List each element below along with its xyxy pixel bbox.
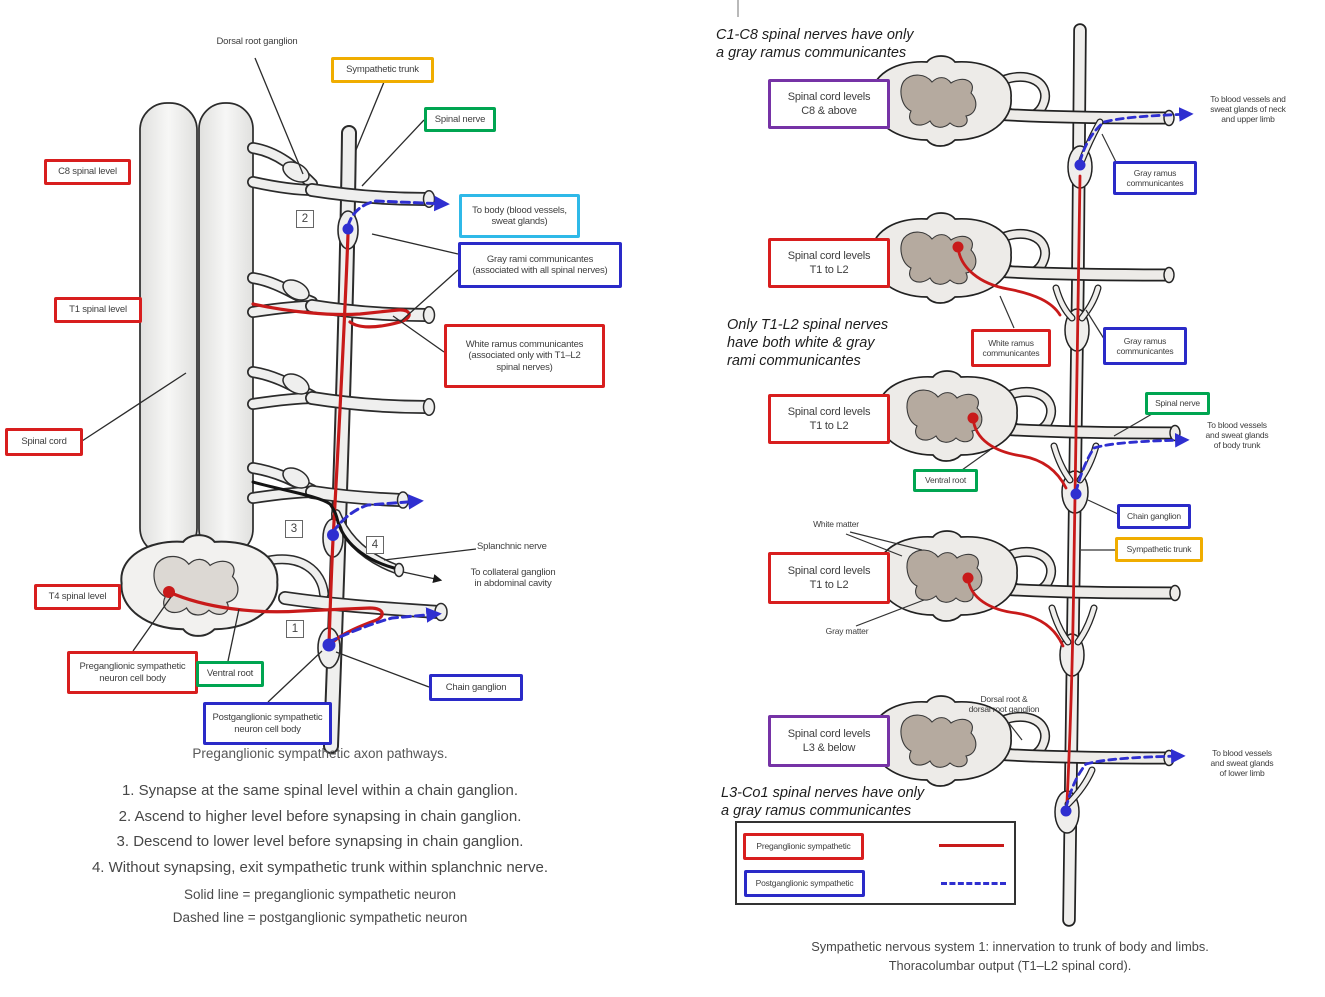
legend-box: Preganglionic sympathetic Postganglionic… (735, 821, 1016, 905)
level-box-t1-l2-a: Spinal cord levels T1 to L2 (768, 238, 890, 288)
legend-postganglionic: Postganglionic sympathetic (744, 870, 865, 897)
label-postganglionic-cell-body: Postganglionic sympathetic neuron cell b… (203, 702, 332, 745)
pathway-item-3: 3. Descend to lower level before synapsi… (116, 833, 524, 850)
label-white-ramus-right: White ramus communicantes (971, 329, 1051, 367)
leader-lines (81, 57, 477, 703)
label-spinal-nerve: Spinal nerve (424, 107, 496, 132)
left-anatomy-svg (81, 57, 477, 754)
legend-preganglionic: Preganglionic sympathetic (743, 833, 864, 860)
rami-tubes (1048, 118, 1104, 808)
pathway-number-2: 2 (296, 210, 314, 228)
note-only-t1-l2: Only T1-L2 spinal nerves have both white… (727, 317, 889, 370)
legend-dashed-blue-line (941, 882, 1006, 885)
pathways (163, 195, 450, 652)
label-chain-ganglion: Chain ganglion (429, 674, 523, 701)
label-to-body-trunk: To blood vessels and sweat glands of bod… (1205, 420, 1269, 451)
pathways-right (952, 107, 1194, 817)
label-t1-spinal-level: T1 spinal level (54, 297, 142, 323)
label-preganglionic-cell-body: Preganglionic sympathetic neuron cell bo… (67, 651, 198, 694)
page-divider-mark (737, 0, 739, 17)
label-sympathetic-trunk: Sympathetic trunk (331, 57, 434, 83)
line-style-legend: Solid line = preganglionic sympathetic n… (0, 884, 640, 929)
level-box-l3-below: Spinal cord levels L3 & below (768, 715, 890, 767)
label-to-lower-limb: To blood vessels and sweat glands of low… (1210, 748, 1274, 779)
label-spinal-nerve-right: Spinal nerve (1145, 392, 1210, 415)
pathway-item-1: 1. Synapse at the same spinal level with… (121, 782, 519, 799)
label-gray-ramus-1: Gray ramus communicantes (1113, 161, 1197, 195)
note-l3-co1: L3-Co1 spinal nerves have only a gray ra… (721, 785, 925, 820)
spinal-cord-longitudinal (139, 102, 254, 556)
label-dorsal-root-ganglion: Dorsal root ganglion (216, 36, 298, 47)
label-t4-spinal-level: T4 spinal level (34, 584, 121, 610)
level-box-t1-l2-b: Spinal cord levels T1 to L2 (768, 394, 890, 444)
level-box-t1-l2-c: Spinal cord levels T1 to L2 (768, 552, 890, 604)
solid-line-legend: Solid line = preganglionic sympathetic n… (183, 887, 457, 902)
note-c1-c8: C1-C8 spinal nerves have only a gray ram… (716, 27, 914, 62)
pathway-item-2: 2. Ascend to higher level before synapsi… (118, 807, 522, 825)
label-spinal-cord: Spinal cord (5, 428, 83, 456)
label-c8-spinal-level: C8 spinal level (44, 159, 131, 185)
label-to-body: To body (blood vessels, sweat glands) (459, 194, 580, 238)
right-caption: Sympathetic nervous system 1: innervatio… (811, 939, 1209, 973)
dashed-line-legend: Dashed line = postganglionic sympathetic… (172, 909, 468, 925)
label-dorsal-root-ganglion-right: Dorsal root & dorsal root ganglion (968, 694, 1040, 715)
right-anatomy-svg (845, 23, 1194, 927)
label-gray-matter: Gray matter (825, 626, 869, 636)
label-to-collateral-ganglion: To collateral ganglion in abdominal cavi… (470, 567, 556, 590)
label-to-neck-upper-limb: To blood vessels and sweat glands of nec… (1210, 94, 1286, 125)
label-gray-ramus-2: Gray ramus communicantes (1103, 327, 1187, 365)
label-ventral-root: Ventral root (196, 661, 264, 687)
left-caption: Preganglionic sympathetic axon pathways. (192, 746, 448, 761)
label-sympathetic-trunk-right: Sympathetic trunk (1115, 537, 1203, 562)
label-white-matter: White matter (813, 519, 859, 529)
label-chain-ganglion-right: Chain ganglion (1117, 504, 1191, 529)
level-box-c8-above: Spinal cord levels C8 & above (768, 79, 890, 129)
pathway-number-4: 4 (366, 536, 384, 554)
pathway-list: 1. Synapse at the same spinal level with… (0, 778, 640, 880)
pathway-number-1: 1 (286, 620, 304, 638)
legend-solid-red-line (939, 844, 1004, 847)
label-ventral-root-right: Ventral root (913, 469, 978, 492)
pathway-number-3: 3 (285, 520, 303, 538)
t4-cross-section (120, 534, 279, 637)
label-gray-rami-communicantes: Gray rami communicantes (associated with… (458, 242, 622, 288)
pathway-item-4: 4. Without synapsing, exit sympathetic t… (91, 858, 549, 876)
leader-lines-right (845, 133, 1153, 741)
label-white-ramus-communicantes: White ramus communicantes (associated on… (444, 324, 605, 388)
label-splanchnic-nerve: Splanchnic nerve (477, 541, 547, 552)
